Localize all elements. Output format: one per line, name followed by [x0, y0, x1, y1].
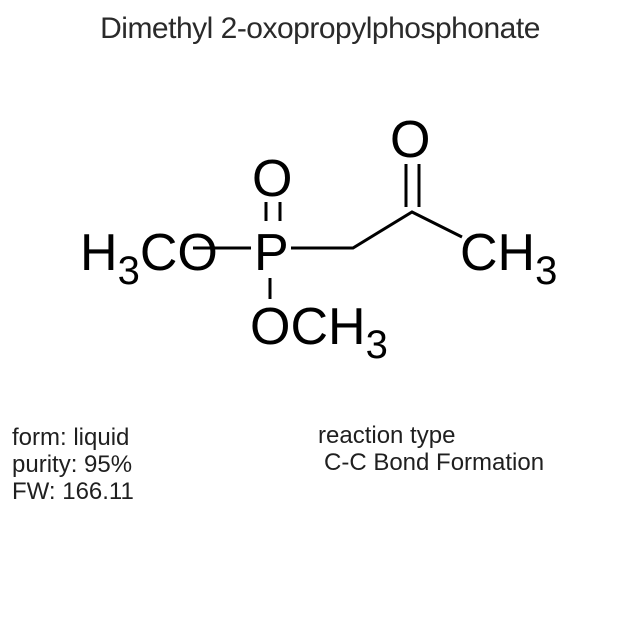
subscript-3: 3	[117, 249, 140, 293]
atom-ch: CH	[460, 224, 536, 282]
reaction-value: C-C Bond Formation	[324, 449, 545, 476]
atom-label-ketone-oxygen: O	[390, 111, 431, 169]
properties-block: form: liquid purity: 95% FW: 166.11	[12, 424, 134, 505]
reaction-heading: reaction type	[318, 422, 456, 449]
atom-h: H	[80, 224, 118, 282]
atom-co: CO	[139, 224, 218, 282]
subscript-3: 3	[365, 323, 388, 367]
atom-label-methoxy-left: H3CO	[80, 224, 218, 291]
page-title: Dimethyl 2-oxopropylphosphonate	[100, 12, 540, 45]
atom-label-methyl-right: CH3	[460, 224, 557, 291]
atom-label-phosphoryl-oxygen: O	[252, 150, 293, 208]
atom-och: OCH	[250, 298, 366, 356]
property-form: form: liquid	[12, 424, 130, 451]
property-fw: FW: 166.11	[12, 478, 134, 505]
atom-label-phosphorus: P	[254, 224, 289, 282]
property-purity: purity: 95%	[12, 451, 133, 478]
atom-label-methoxy-bottom: OCH3	[250, 298, 388, 365]
reaction-block: reaction type C-C Bond Formation	[318, 422, 544, 476]
bond-chain-p-ch2-c-ch3	[291, 210, 463, 250]
subscript-3: 3	[535, 249, 558, 293]
